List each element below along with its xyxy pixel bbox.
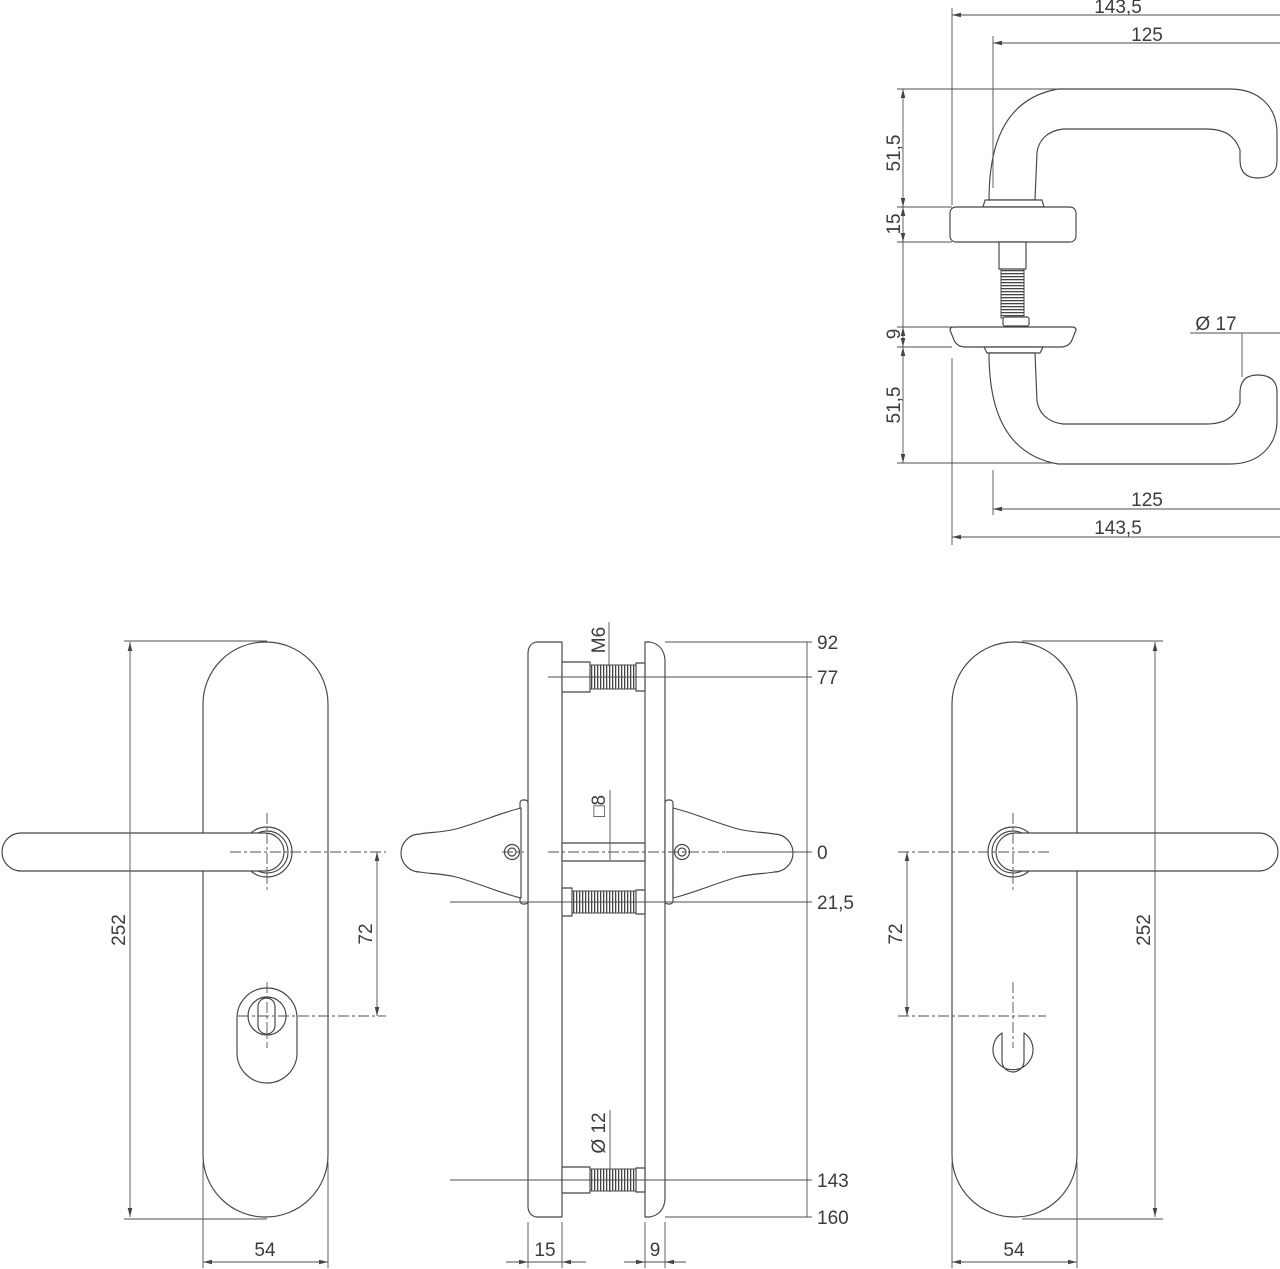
dim-lever-length-top: 125 (992, 25, 1280, 188)
dim-plate-width: 54 (202, 1162, 329, 1268)
upper-rose (949, 206, 1077, 243)
lower-lever-profile (988, 352, 1278, 465)
dim-label: 54 (1003, 1240, 1025, 1261)
spindle-thread (1000, 268, 1025, 319)
backplate-outline (951, 641, 1078, 1218)
dim-label: 125 (1131, 25, 1163, 46)
lever-grip-front (1, 832, 285, 872)
lower-rose (949, 326, 1077, 348)
dim-label: □8 (589, 795, 610, 817)
spindle-square-neck (998, 241, 1027, 270)
centerlines (898, 813, 1050, 1048)
euro-cylinder-cutout (992, 1032, 1034, 1073)
right-lever-side (672, 807, 794, 899)
dim-label: 51,5 (884, 387, 905, 424)
dim-centre-distance: 72 (356, 852, 380, 1016)
dim-label: 54 (254, 1240, 276, 1261)
dim-total-width-top: 143,5 (951, 0, 1280, 205)
dim-label: 72 (886, 923, 907, 944)
dim-label: 51,5 (884, 135, 905, 172)
backplate-outline (202, 641, 329, 1218)
lower-lever-collar (983, 346, 1044, 354)
dim-label: 9 (650, 1240, 661, 1261)
left-lever-side (400, 807, 522, 899)
dim-tube-diameter: Ø 17 (1190, 314, 1280, 377)
ref-label: 160 (817, 1208, 849, 1229)
reference-ladder: 92 77 0 21,5 143 160 (450, 633, 854, 1229)
spindle-washer (1002, 316, 1030, 327)
upper-lever-profile (988, 88, 1278, 201)
ref-label: 143 (817, 1171, 849, 1192)
label-spindle-square: □8 (589, 790, 611, 860)
dim-label: M6 (589, 627, 610, 653)
view-handle-pair-side: 143,5 125 51,5 15 9 51,5 (884, 0, 1280, 545)
dim-plate-length: 252 (109, 640, 267, 1220)
dim-inner-plate-thickness: 9 (624, 1222, 686, 1268)
dim-label: 143,5 (1094, 518, 1142, 539)
ref-label: 21,5 (817, 893, 854, 914)
upper-lever-collar (982, 199, 1045, 208)
ref-label: 0 (817, 843, 828, 864)
dim-label: 9 (884, 329, 905, 340)
dim-label: Ø 12 (589, 1112, 610, 1153)
view-backplate-inside: 72 252 54 (886, 640, 1279, 1268)
dim-lever-length-bottom: 125 (992, 470, 1280, 515)
dim-label: 15 (534, 1240, 555, 1261)
centerlines (230, 813, 386, 1048)
ref-label: 77 (817, 668, 838, 689)
dim-label: Ø 17 (1195, 314, 1236, 335)
lever-grip-front (995, 832, 1279, 872)
dim-total-width-bottom: 143,5 (951, 358, 1280, 545)
dim-label: 15 (884, 213, 905, 234)
dim-label: 72 (356, 923, 377, 944)
dim-centre-distance: 72 (886, 852, 910, 1016)
ref-label: 92 (817, 633, 838, 654)
dim-plate-length: 252 (1022, 640, 1163, 1220)
dim-label: 252 (1134, 914, 1155, 946)
dim-label: 143,5 (1094, 0, 1142, 18)
dim-outer-plate-thickness: 15 (506, 1222, 586, 1268)
dim-label: 125 (1131, 490, 1163, 511)
outer-plate-section (527, 641, 563, 1218)
inner-plate-section (644, 641, 666, 1218)
label-screw-thread: M6 (589, 622, 610, 666)
view-backplate-outside: 252 72 54 (1, 640, 386, 1268)
view-assembly-side: M6 □8 Ø 12 92 77 0 21,5 143 160 (400, 622, 854, 1268)
label-screw-diameter: Ø 12 (589, 1110, 611, 1192)
dim-plate-width: 54 (951, 1162, 1078, 1268)
dim-label: 252 (109, 914, 130, 946)
dim-ladder-left: 51,5 15 9 51,5 (884, 88, 1056, 464)
